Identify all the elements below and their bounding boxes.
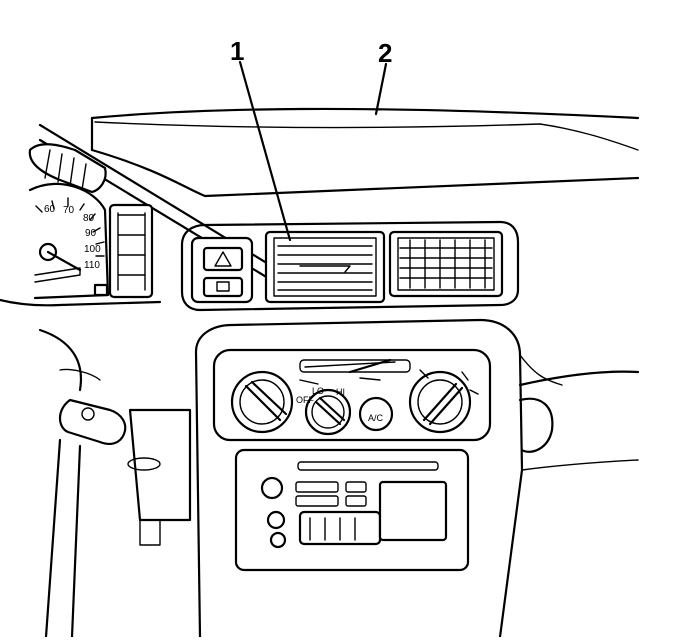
speedo-tick-70: 70: [63, 205, 75, 216]
windshield-edge: [90, 107, 640, 152]
callout-1-label: 1: [230, 36, 245, 66]
radio-unit: [234, 448, 470, 572]
switch-panel: [190, 236, 254, 304]
center-air-vent: [264, 230, 386, 304]
speedo-tick-110: 110: [84, 260, 100, 271]
speedo-tick-80: 80: [83, 213, 95, 224]
dashboard-top: [90, 148, 640, 198]
callout-1-leader: [238, 60, 292, 242]
left-side-air-vent: [108, 203, 154, 299]
ac-button: [358, 396, 394, 432]
upper-center-bezel: [180, 220, 520, 312]
fan-off-label: OFF: [296, 395, 314, 405]
wiper-icon: [81, 407, 95, 421]
right-center-air-vent: [388, 230, 504, 298]
speedo-tick-60: 60: [44, 204, 56, 215]
right-dash: [518, 370, 640, 471]
climate-control-panel: [212, 348, 492, 442]
lower-left-dash: [0, 298, 192, 639]
fan-lo-label: LO: [312, 386, 324, 396]
callout-2-label: 2: [378, 38, 393, 68]
hazard-icon: [214, 251, 232, 267]
wiper-switch: [58, 398, 127, 445]
instrument-cluster: [28, 182, 110, 300]
callout-2-leader: [374, 62, 388, 116]
ac-label: A/C: [368, 413, 384, 423]
center-console: [194, 318, 563, 639]
fan-hi-label: HI: [336, 387, 345, 397]
defog-icon: [216, 281, 230, 292]
speedo-tick-100: 100: [84, 244, 101, 255]
speedo-tick-90: 90: [85, 228, 97, 239]
